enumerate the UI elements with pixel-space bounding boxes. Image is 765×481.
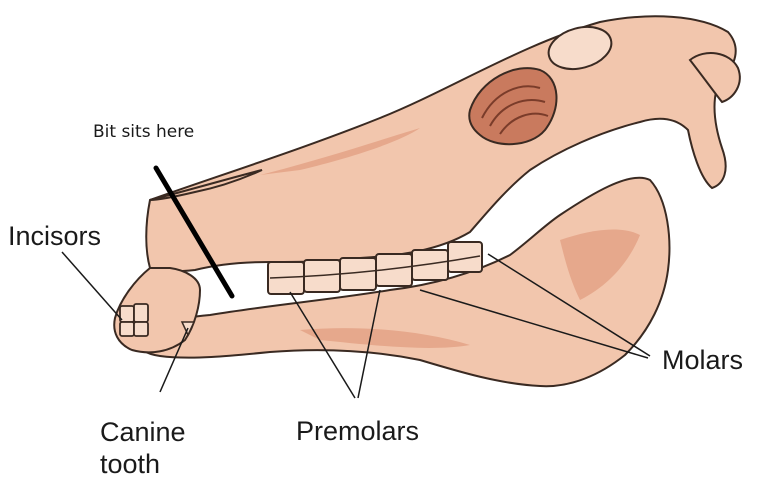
premolars-label: Premolars <box>296 417 419 445</box>
canine-label-line2: tooth <box>100 450 160 478</box>
incisor-teeth <box>120 304 148 336</box>
incisor-tooth <box>134 322 148 336</box>
bit-label: Bit sits here <box>93 124 194 142</box>
incisors-label: Incisors <box>8 222 101 250</box>
molars-label: Molars <box>662 346 743 374</box>
incisor-tooth <box>120 322 134 336</box>
incisor-tooth <box>134 304 148 322</box>
incisors-leader <box>62 252 122 320</box>
canine-label-line1: Canine <box>100 418 186 446</box>
